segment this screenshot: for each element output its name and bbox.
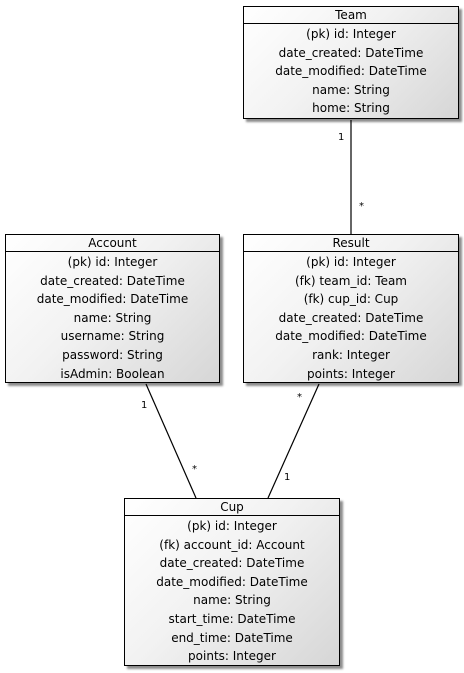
attribute: date_modified: DateTime: [275, 329, 427, 344]
attribute: (fk) cup_id: Cup: [303, 292, 399, 307]
result-cup-multiplicity-cup: 1: [284, 472, 291, 483]
attribute: (pk) id: Integer: [306, 27, 396, 41]
entity-team[interactable]: Team (pk) id: Integer date_created: Date…: [243, 6, 459, 119]
entity-result-title: Result: [244, 235, 458, 252]
attribute: isAdmin: Boolean: [60, 366, 165, 381]
entity-cup-attributes: (pk) id: Integer (fk) account_id: Accoun…: [125, 516, 339, 666]
attribute: points: Integer: [307, 366, 395, 381]
entity-cup-title: Cup: [125, 499, 339, 516]
attribute: password: String: [62, 347, 163, 362]
entity-cup[interactable]: Cup (pk) id: Integer (fk) account_id: Ac…: [124, 498, 340, 666]
attribute: date_created: DateTime: [278, 45, 424, 60]
entity-result-attributes: (pk) id: Integer (fk) team_id: Team (fk)…: [244, 252, 458, 383]
attribute: points: Integer: [188, 649, 276, 664]
attribute: start_time: DateTime: [168, 611, 296, 626]
attribute: date_modified: DateTime: [36, 292, 189, 307]
attribute: username: String: [60, 329, 165, 344]
attribute: name: String: [73, 310, 152, 325]
attribute: name: String: [312, 82, 390, 97]
attribute: (fk) account_id: Account: [159, 537, 305, 552]
team-result-multiplicity-team: 1: [338, 132, 345, 143]
entity-account-attributes: (pk) id: Integer date_created: DateTime …: [6, 252, 219, 383]
attribute: rank: Integer: [312, 347, 390, 362]
account-cup-multiplicity-account: 1: [141, 400, 148, 411]
account-cup-line: [145, 383, 197, 499]
attribute: name: String: [193, 593, 271, 608]
attribute: home: String: [312, 101, 390, 116]
attribute: date_modified: DateTime: [275, 64, 427, 79]
attribute: date_created: DateTime: [278, 310, 424, 325]
attribute: (pk) id: Integer: [306, 255, 396, 269]
result-cup-multiplicity-result: *: [297, 392, 302, 403]
entity-account[interactable]: Account (pk) id: Integer date_created: D…: [5, 234, 220, 383]
entity-team-title: Team: [244, 7, 458, 24]
result-cup-line: [267, 383, 320, 499]
attribute: (pk) id: Integer: [67, 255, 158, 269]
attribute: end_time: DateTime: [171, 630, 293, 645]
team-result-multiplicity-result: *: [359, 201, 364, 212]
attribute: date_created: DateTime: [159, 556, 305, 571]
attribute: (fk) team_id: Team: [294, 273, 407, 288]
account-cup-multiplicity-cup: *: [192, 464, 197, 475]
entity-team-attributes: (pk) id: Integer date_created: DateTime …: [244, 24, 458, 118]
attribute: date_created: DateTime: [40, 273, 185, 288]
attribute: date_modified: DateTime: [156, 574, 308, 589]
entity-result[interactable]: Result (pk) id: Integer (fk) team_id: Te…: [243, 234, 459, 383]
entity-account-title: Account: [6, 235, 219, 252]
attribute: (pk) id: Integer: [187, 519, 277, 533]
